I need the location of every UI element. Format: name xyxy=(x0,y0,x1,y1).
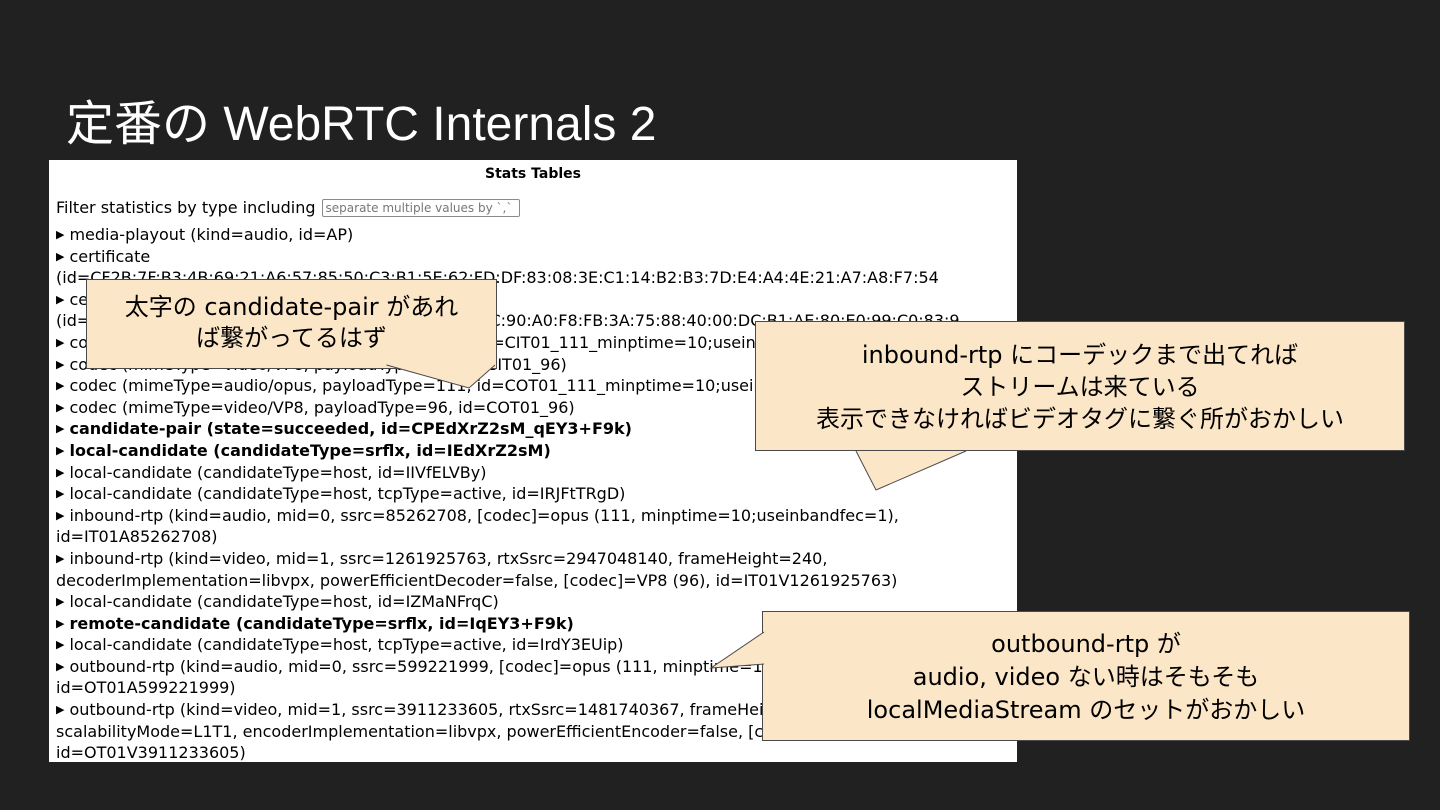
stats-row-text: codec (mimeType=video/VP8, payloadType=9… xyxy=(69,397,575,417)
stats-row-text: local-candidate (candidateType=srflx, id… xyxy=(69,440,551,460)
stats-row-text: inbound-rtp (kind=audio, mid=0, ssrc=852… xyxy=(69,505,899,525)
callout-line: outbound-rtp が xyxy=(991,630,1181,658)
stats-row[interactable]: ▶ certificate xyxy=(56,246,1017,268)
expand-triangle-icon[interactable]: ▶ xyxy=(56,249,65,263)
callout-line: audio, video ない時はそもそも xyxy=(912,663,1260,691)
callout-line: 表示できなければビデオタグに繋ぐ所がおかしい xyxy=(816,405,1344,433)
expand-triangle-icon[interactable]: ▶ xyxy=(56,595,65,609)
stats-row[interactable]: ▶ local-candidate (candidateType=host, id… xyxy=(56,462,1017,484)
stats-row[interactable]: ▶ codec (mimeType=video/VP8, payloadType=… xyxy=(56,397,1017,419)
stats-row-text: scalabilityMode=L1T1, encoderImplementat… xyxy=(56,721,896,741)
stats-row[interactable]: ▶ inbound-rtp (kind=audio, mid=0, ssrc=85… xyxy=(56,505,1017,527)
callout-tail xyxy=(855,450,967,491)
stats-tables-heading: Stats Tables xyxy=(485,166,581,182)
stats-row[interactable]: ▶ outbound-rtp (kind=audio, mid=0, ssrc=5… xyxy=(56,656,1017,678)
callout-line: localMediaStream のセットがおかしい xyxy=(866,696,1306,724)
expand-triangle-icon[interactable]: ▶ xyxy=(56,551,65,565)
expand-triangle-icon[interactable]: ▶ xyxy=(56,292,65,306)
stats-row: id=OT01V3911233605) xyxy=(56,742,1017,762)
stats-row: decoderImplementation=libvpx, powerEffic… xyxy=(56,570,1017,592)
expand-triangle-icon[interactable]: ▶ xyxy=(56,400,65,414)
expand-triangle-icon[interactable]: ▶ xyxy=(56,616,65,630)
stats-row-text: id=IT01A85262708) xyxy=(56,527,218,547)
callout-line: ストリームは来ている xyxy=(960,373,1200,401)
callout-line: inbound-rtp にコーデックまで出てれば xyxy=(861,341,1299,369)
callout-line: ば繋がってるはず xyxy=(196,324,387,352)
stats-row-text: outbound-rtp (kind=video, mid=1, ssrc=39… xyxy=(69,700,840,720)
expand-triangle-icon[interactable]: ▶ xyxy=(56,228,65,241)
expand-triangle-icon[interactable]: ▶ xyxy=(56,335,65,349)
stats-row-text: candidate-pair (state=succeeded, id=CPEd… xyxy=(69,419,632,439)
expand-triangle-icon[interactable]: ▶ xyxy=(56,703,65,717)
stats-row[interactable]: ▶ local-candidate (candidateType=srflx, i… xyxy=(56,440,1017,462)
stats-row-text: inbound-rtp (kind=video, mid=1, ssrc=126… xyxy=(69,548,828,568)
stats-row[interactable]: ▶ local-candidate (candidateType=host, tc… xyxy=(56,634,1017,656)
stats-row: id=OT01A599221999) xyxy=(56,677,1017,699)
stats-row-text: id=OT01V3911233605) xyxy=(56,743,246,762)
stats-row-text: certificate xyxy=(69,246,151,266)
expand-triangle-icon[interactable]: ▶ xyxy=(56,638,65,652)
stats-row[interactable]: ▶ media-playout (kind=audio, id=AP) xyxy=(56,224,1017,246)
stats-row[interactable]: ▶ inbound-rtp (kind=video, mid=1, ssrc=12… xyxy=(56,548,1017,570)
expand-triangle-icon[interactable]: ▶ xyxy=(56,487,65,501)
callout-line: 太字の candidate-pair があれ xyxy=(124,293,459,321)
slide-title: 定番の WebRTC Internals 2 xyxy=(66,98,657,151)
filter-label: Filter statistics by type including xyxy=(56,198,316,217)
stats-row[interactable]: ▶ remote-candidate (candidateType=srflx, … xyxy=(56,613,1017,635)
expand-triangle-icon[interactable]: ▶ xyxy=(56,357,65,371)
stats-row: id=IT01A85262708) xyxy=(56,526,1017,548)
stats-row[interactable]: ▶ local-candidate (candidateType=host, tc… xyxy=(56,483,1017,505)
stats-row-text: outbound-rtp (kind=audio, mid=0, ssrc=59… xyxy=(69,656,921,676)
stats-row-text: local-candidate (candidateType=host, tcp… xyxy=(69,635,624,655)
callout-inbound-rtp: inbound-rtp にコーデックまで出てれば ストリームは来ている 表示でき… xyxy=(755,321,1405,491)
stats-row-text: id=OT01A599221999) xyxy=(56,678,236,698)
stats-row-text: media-playout (kind=audio, id=AP) xyxy=(69,225,354,244)
filter-row: Filter statistics by type including xyxy=(56,198,520,217)
callout-tail xyxy=(709,631,765,669)
stats-row-text: local-candidate (candidateType=host, id=… xyxy=(69,592,499,612)
expand-triangle-icon[interactable]: ▶ xyxy=(56,422,65,436)
stats-row[interactable]: ▶ candidate-pair (state=succeeded, id=CPE… xyxy=(56,418,1017,440)
expand-triangle-icon[interactable]: ▶ xyxy=(56,379,65,393)
stats-row-text: remote-candidate (candidateType=srflx, i… xyxy=(69,613,574,633)
filter-input[interactable] xyxy=(321,198,520,217)
stats-row-text: local-candidate (candidateType=host, id=… xyxy=(69,462,487,482)
expand-triangle-icon[interactable]: ▶ xyxy=(56,508,65,522)
stats-row-text: local-candidate (candidateType=host, tcp… xyxy=(69,484,626,504)
stats-row[interactable]: ▶ outbound-rtp (kind=video, mid=1, ssrc=3… xyxy=(56,699,1017,721)
stats-row[interactable]: ▶ local-candidate (candidateType=host, id… xyxy=(56,591,1017,613)
callout-candidate-pair: 太字の candidate-pair があれ ば繋がってるはず xyxy=(86,279,499,389)
callout-outbound-rtp: outbound-rtp が audio, video ない時はそもそも loc… xyxy=(709,611,1410,741)
stats-row: scalabilityMode=L1T1, encoderImplementat… xyxy=(56,721,1017,743)
stats-row-text: decoderImplementation=libvpx, powerEffic… xyxy=(56,570,898,590)
callout-tail xyxy=(386,364,499,389)
expand-triangle-icon[interactable]: ▶ xyxy=(56,443,65,457)
expand-triangle-icon[interactable]: ▶ xyxy=(56,659,65,673)
expand-triangle-icon[interactable]: ▶ xyxy=(56,465,65,479)
